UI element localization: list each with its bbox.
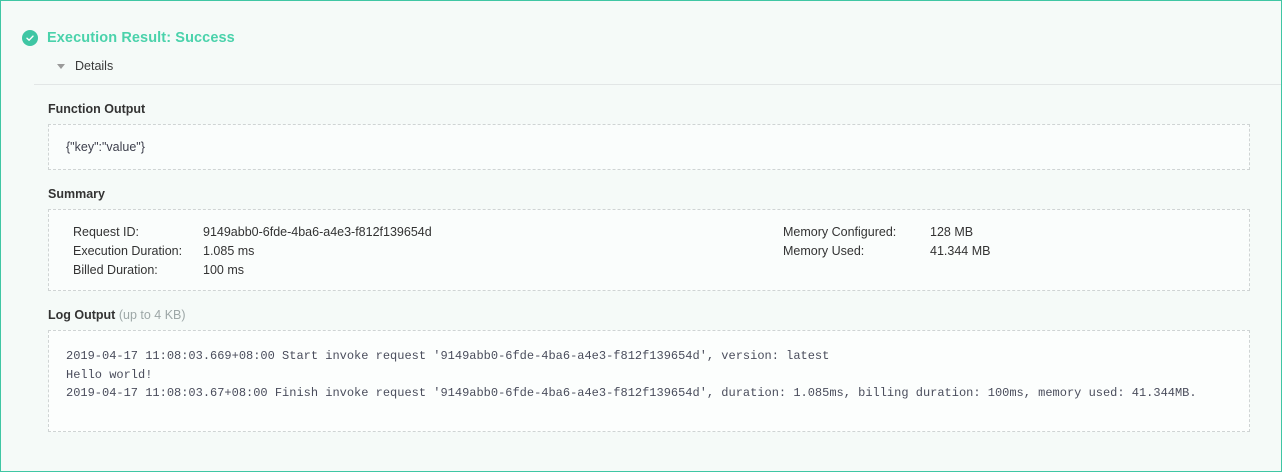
- summary-box: Request ID: 9149abb0-6fde-4ba6-a4e3-f812…: [48, 209, 1250, 291]
- log-output-title-note: (up to 4 KB): [118, 308, 186, 322]
- summary-key: Billed Duration:: [73, 263, 158, 277]
- log-line: 2019-04-17 11:08:03.67+08:00 Finish invo…: [66, 386, 1197, 400]
- summary-title: Summary: [48, 187, 105, 201]
- execution-result-header: Execution Result: Success: [1, 1, 1281, 49]
- summary-value: 41.344 MB: [930, 244, 991, 258]
- summary-column-right: Memory Configured: 128 MB Memory Used: 4…: [783, 223, 990, 280]
- summary-key: Request ID:: [73, 225, 140, 239]
- summary-key: Execution Duration:: [73, 244, 183, 258]
- log-line: Hello world!: [66, 367, 153, 382]
- details-toggle[interactable]: Details: [1, 59, 1281, 73]
- summary-key: Memory Configured:: [783, 225, 897, 239]
- header-divider: [34, 84, 1281, 85]
- log-output-box: 2019-04-17 11:08:03.669+08:00 Start invo…: [48, 330, 1250, 432]
- log-line: 2019-04-17 11:08:03.669+08:00 Start invo…: [66, 349, 830, 363]
- summary-value: 9149abb0-6fde-4ba6-a4e3-f812f139654d: [203, 225, 432, 239]
- details-toggle-label: Details: [75, 59, 114, 73]
- function-output-title: Function Output: [48, 102, 146, 116]
- summary-value: 100 ms: [203, 263, 244, 277]
- summary-key: Memory Used:: [783, 244, 865, 258]
- page-title: Execution Result: Success: [47, 30, 235, 46]
- summary-row: Billed Duration: 100 ms: [73, 261, 783, 280]
- log-output-title: Log Output (up to 4 KB): [48, 308, 1281, 322]
- log-output-title-text: Log Output: [48, 308, 116, 322]
- summary-row: Execution Duration: 1.085 ms: [73, 242, 783, 261]
- function-output-value: {"key":"value"}: [66, 140, 145, 154]
- summary-row: Request ID: 9149abb0-6fde-4ba6-a4e3-f812…: [73, 223, 783, 242]
- summary-row: Memory Configured: 128 MB: [783, 223, 990, 242]
- details-content: Function Output {"key":"value"} Summary …: [1, 102, 1281, 432]
- function-output-box: {"key":"value"}: [48, 124, 1250, 170]
- summary-row: Memory Used: 41.344 MB: [783, 242, 990, 261]
- summary-value: 128 MB: [930, 225, 974, 239]
- check-circle-icon: [22, 30, 38, 46]
- summary-column-left: Request ID: 9149abb0-6fde-4ba6-a4e3-f812…: [73, 223, 783, 280]
- caret-down-icon: [57, 63, 65, 69]
- summary-value: 1.085 ms: [203, 244, 255, 258]
